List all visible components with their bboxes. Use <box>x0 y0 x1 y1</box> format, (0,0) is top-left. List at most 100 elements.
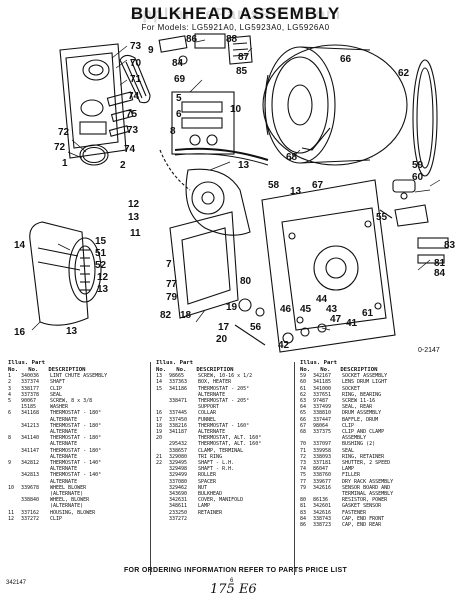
part-description: THERMOSTAT - 180° <box>50 422 102 429</box>
part-no: 337181 <box>313 460 332 467</box>
illus-no: 5 <box>8 398 12 404</box>
svg-text:5: 5 <box>176 93 182 104</box>
svg-text:73: 73 <box>130 41 142 52</box>
table-row: TERMINAL ASSEMBLY <box>300 491 466 497</box>
illus-no: 15 <box>156 385 163 392</box>
svg-text:79: 79 <box>166 292 178 303</box>
part-description: ALTERNATE <box>50 478 78 485</box>
part-no: 338743 <box>313 515 332 522</box>
svg-text:84: 84 <box>172 58 184 69</box>
part-no: 329495 <box>169 460 188 467</box>
svg-text:69: 69 <box>174 74 186 85</box>
part-no: 348611 <box>169 503 188 510</box>
svg-text:81: 81 <box>434 258 446 269</box>
table-header-no: No. No. DESCRIPTION <box>156 366 234 373</box>
svg-text:12: 12 <box>128 199 140 210</box>
part-no: 342813 <box>21 472 40 479</box>
table-row: ALTERNATE <box>8 479 154 485</box>
part-description: SPACER <box>198 478 217 485</box>
svg-text:7: 7 <box>166 259 172 270</box>
exploded-parts-diagram: 73 70 71 74 75 73 72 72 1 74 2 86 88 87 … <box>14 33 456 353</box>
illus-no: 13 <box>156 373 163 380</box>
watermark: AppliancePartsPros.com <box>129 6 342 23</box>
illus-no: 74 <box>300 466 307 473</box>
illus-no: 81 <box>300 503 307 510</box>
table-row: (ALTERNATE) <box>8 491 154 497</box>
svg-text:52: 52 <box>95 260 107 271</box>
illus-no: 64 <box>300 404 307 411</box>
part-no: 338657 <box>169 447 188 454</box>
part-no: 90067 <box>21 398 37 404</box>
svg-text:82: 82 <box>160 310 172 321</box>
part-no: 98064 <box>313 422 329 429</box>
svg-text:12: 12 <box>97 272 109 283</box>
part-description: HOUSING, BLOWER <box>50 509 96 516</box>
page-number: 6 <box>230 578 234 584</box>
svg-text:42: 42 <box>278 340 290 351</box>
sensor-board-box <box>171 91 235 155</box>
part-description: FILLER <box>342 472 361 479</box>
illus-no: 72 <box>300 453 307 460</box>
drum-assembly <box>262 44 408 166</box>
part-description: ALTERNATE <box>50 429 78 436</box>
part-no: 337499 <box>313 404 332 411</box>
part-no: 342631 <box>169 497 188 504</box>
table-row: ALTERNATE <box>8 466 154 472</box>
svg-text:87: 87 <box>238 52 250 63</box>
part-description: SEAL, REAR <box>342 404 373 411</box>
svg-text:17: 17 <box>218 322 230 333</box>
part-description: THERMOSTAT - 160° <box>198 422 250 429</box>
table-row: ALTERNATE <box>156 392 292 398</box>
part-description: CLAMP, TERMINAL <box>198 447 244 454</box>
illus-no: 77 <box>300 478 307 485</box>
part-description: FUNNEL <box>198 416 217 423</box>
svg-text:88: 88 <box>226 34 238 45</box>
part-description: LINT CHUTE ASSEMBLY <box>50 373 108 380</box>
illus-no: 19 <box>156 429 163 436</box>
svg-text:8: 8 <box>170 126 176 137</box>
part-description: (ALTERNATE) <box>50 491 84 498</box>
part-description: FASTENER <box>342 509 367 516</box>
seal-rings <box>79 144 109 166</box>
part-no: 338810 <box>313 410 332 417</box>
illus-no: 21 <box>156 453 163 460</box>
part-no: 341147 <box>21 447 40 454</box>
part-description: NUT <box>198 484 208 491</box>
part-no: 86047 <box>313 466 329 473</box>
part-no: 338093 <box>313 453 332 460</box>
illus-no: 70 <box>300 441 307 448</box>
part-no: 337375 <box>313 429 332 436</box>
illus-no: 17 <box>156 416 163 423</box>
part-no: 337363 <box>169 379 188 386</box>
svg-text:16: 16 <box>14 327 26 338</box>
ordering-footer: FOR ORDERING INFORMATION REFER TO PARTS … <box>123 567 348 574</box>
svg-text:9: 9 <box>148 45 154 56</box>
part-description: CLIP AND CLAMP <box>342 429 385 436</box>
part-description: LENS DRUM LIGHT <box>342 379 388 386</box>
footer-code: 342147 <box>6 580 27 586</box>
table-row: ALTERNATE <box>8 417 154 423</box>
part-description: CLIP <box>342 422 355 429</box>
part-description: LAMP <box>342 466 355 473</box>
part-description: CLIP <box>50 385 63 392</box>
part-description: SOCKET ASSEMBLY <box>342 373 388 380</box>
part-no: 338760 <box>313 472 332 479</box>
illus-no: 79 <box>300 484 307 491</box>
svg-text:61: 61 <box>362 308 374 319</box>
part-description: TRI RING <box>198 453 223 460</box>
part-description: CLIP <box>50 515 63 522</box>
table-row: 338657 CLAMP, TERMINAL <box>156 448 292 454</box>
